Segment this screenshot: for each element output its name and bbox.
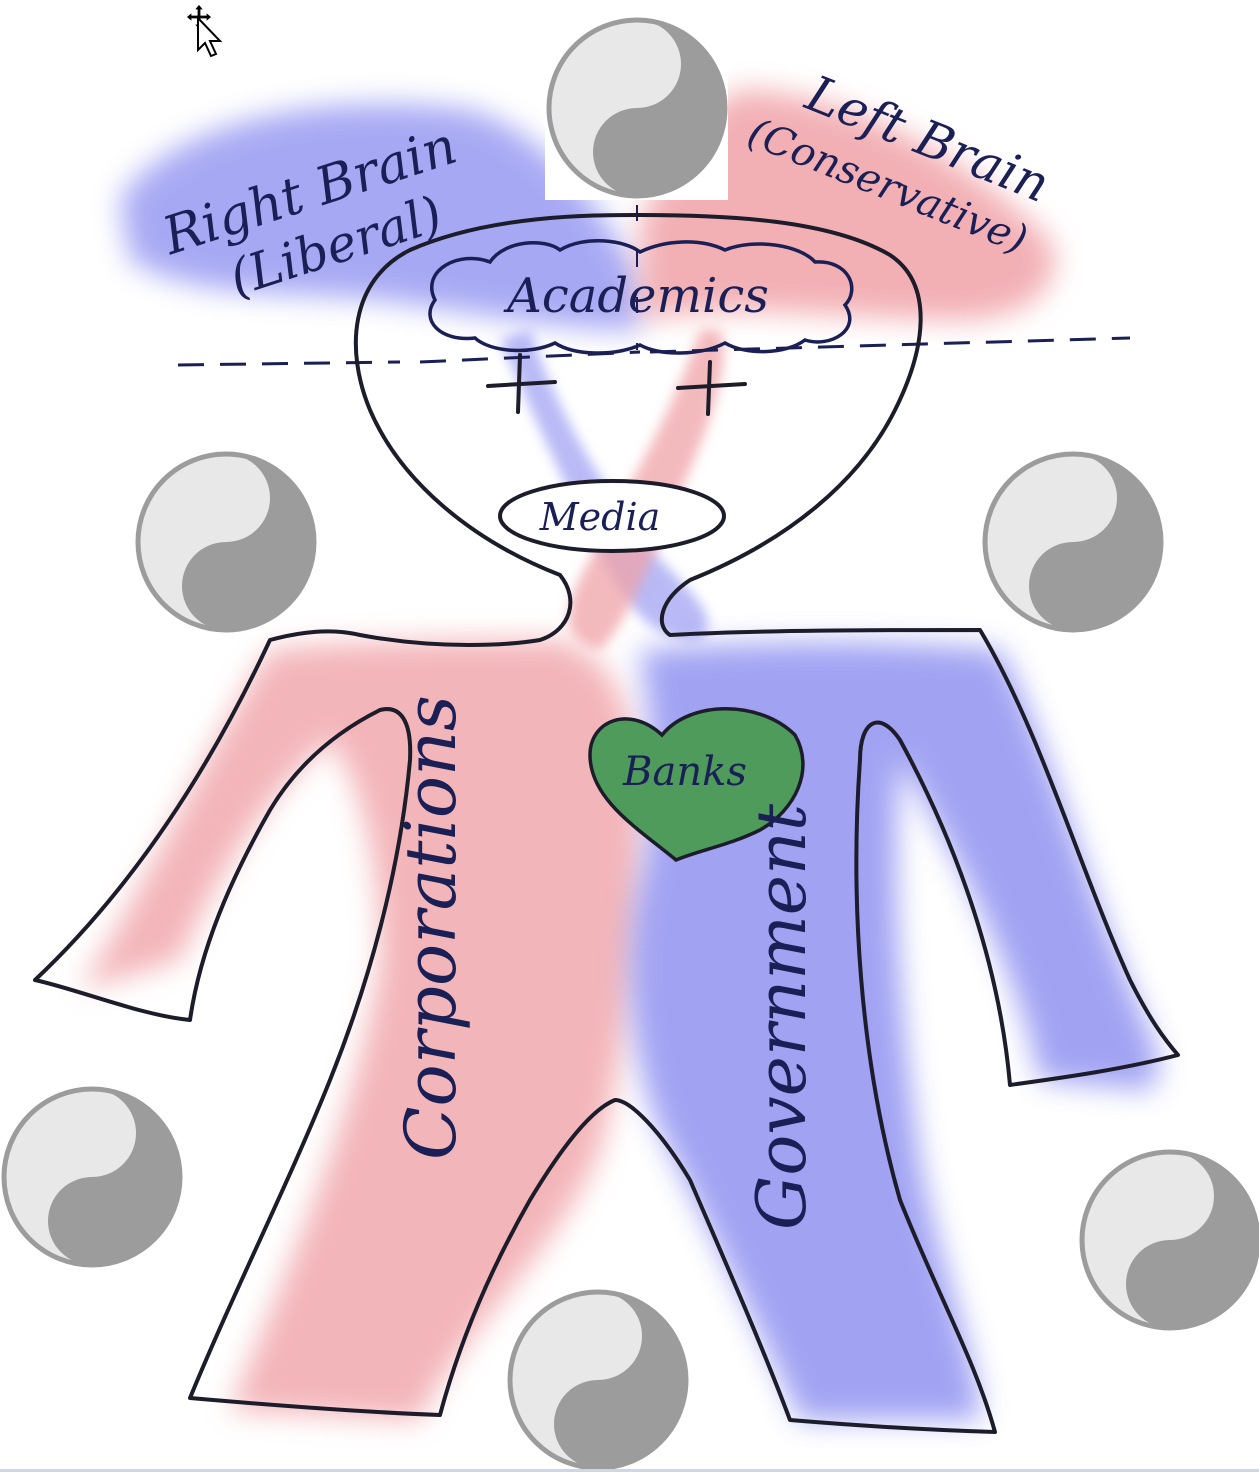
move-cursor-icon bbox=[185, 3, 223, 58]
yin-yang-icon bbox=[138, 454, 314, 630]
media-label: Media bbox=[539, 495, 661, 539]
academics-label: Academics bbox=[503, 268, 769, 324]
body-outline bbox=[33, 213, 1180, 1434]
yin-yang-icon bbox=[510, 1292, 686, 1468]
yin-yang-icon bbox=[4, 1089, 180, 1265]
yin-yang-symbols bbox=[4, 10, 1258, 1468]
corporations-label: Corporations bbox=[390, 695, 472, 1160]
yin-yang-icon bbox=[985, 454, 1161, 630]
color-washes bbox=[80, 90, 1159, 1420]
media-mouth: Media bbox=[498, 479, 726, 553]
yin-yang-icon bbox=[549, 20, 725, 196]
yin-yang-icon bbox=[1082, 1152, 1258, 1328]
banks-heart: Banks bbox=[588, 707, 805, 863]
academics-cloud: Academics bbox=[428, 239, 854, 355]
bottom-border bbox=[0, 1469, 1259, 1472]
eyes bbox=[486, 353, 747, 416]
banks-label: Banks bbox=[622, 749, 747, 795]
government-label: Government bbox=[743, 803, 822, 1230]
